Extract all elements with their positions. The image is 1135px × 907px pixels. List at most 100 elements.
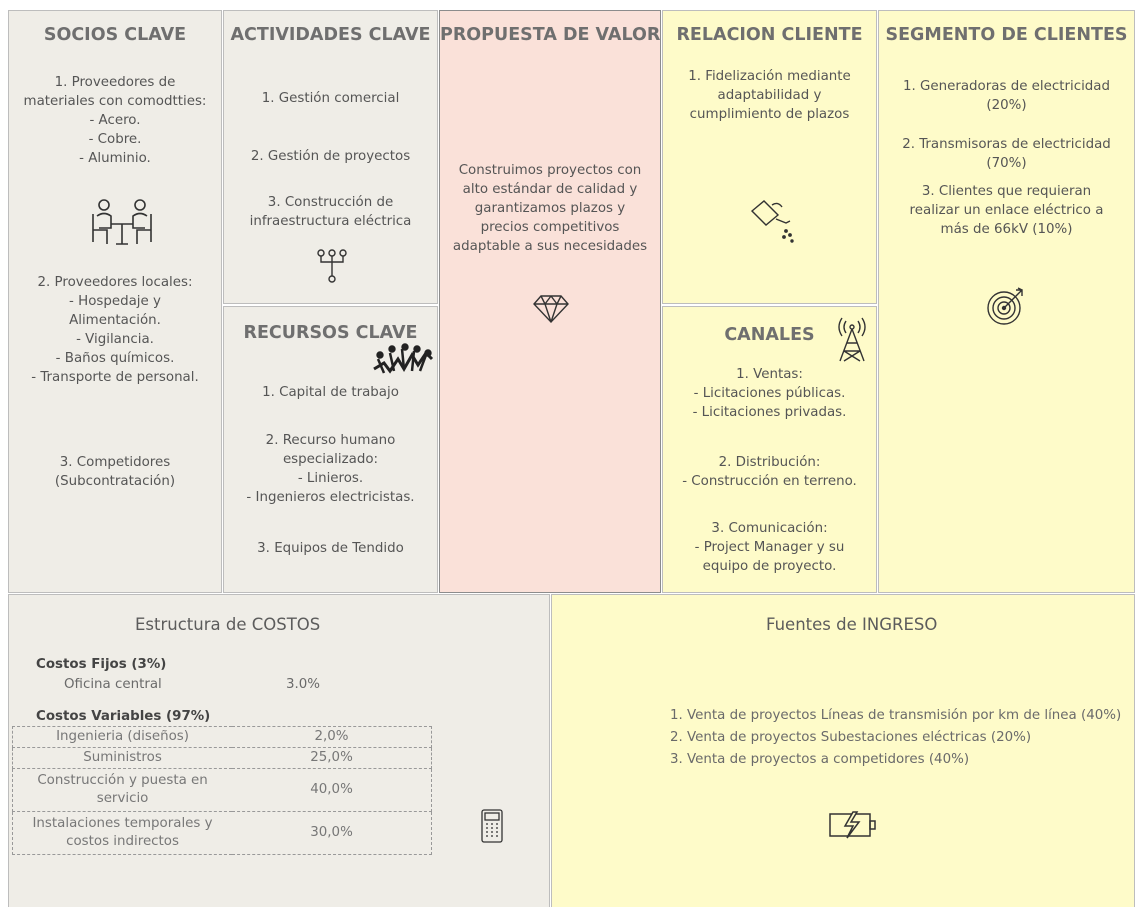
text-line: adaptabilidad y bbox=[717, 88, 822, 103]
costo-value: 2,0% bbox=[232, 726, 433, 748]
actividades-clave-title: ACTIVIDADES CLAVE bbox=[230, 25, 431, 45]
text-line: más de 66kV (10%) bbox=[940, 222, 1073, 237]
costo-name: Ingenieria (diseños) bbox=[12, 726, 233, 748]
text-line: 2. Distribución: bbox=[718, 455, 821, 470]
text-line: 1. Fidelización mediante bbox=[688, 69, 851, 84]
text-line: Alimentación. bbox=[69, 313, 161, 328]
recursos-clave-panel: RECURSOS CLAVE 1. Capital de trabajo 2. … bbox=[223, 306, 438, 593]
socios-clave-panel: SOCIOS CLAVE 1. Proveedores de materiale… bbox=[8, 10, 222, 593]
text-line: adaptable a sus necesidades bbox=[452, 239, 648, 254]
recurso-3: 3. Equipos de Tendido bbox=[224, 539, 437, 558]
socios-clave-title: SOCIOS CLAVE bbox=[43, 25, 187, 45]
oficina-central-label: Oficina central bbox=[64, 677, 162, 692]
canales-panel: CANALES 1. Ventas: - Licitaciones públic… bbox=[662, 306, 877, 593]
meeting-icon bbox=[92, 199, 152, 245]
socios-clave-list-1: 1. Proveedores de materiales con comodtt… bbox=[9, 73, 221, 168]
socios-clave-list-2: 2. Proveedores locales: - Hospedaje y Al… bbox=[9, 273, 221, 387]
canales-distribucion: 2. Distribución: - Construcción en terre… bbox=[663, 453, 876, 491]
calculator-icon bbox=[481, 809, 503, 843]
relacion-cliente-title: RELACION CLIENTE bbox=[676, 25, 863, 45]
text-line: Instalaciones temporales y bbox=[32, 816, 213, 831]
text-line: (70%) bbox=[986, 156, 1027, 171]
costos-title: Estructura de COSTOS bbox=[135, 615, 321, 634]
workers-icon bbox=[373, 343, 434, 374]
text-line: - Licitaciones públicas. bbox=[693, 386, 846, 401]
text-line: - Vigilancia. bbox=[76, 332, 154, 347]
text-line: - Hospedaje y bbox=[69, 294, 161, 309]
recurso-1: 1. Capital de trabajo bbox=[224, 383, 437, 402]
propuesta-valor-panel: PROPUESTA DE VALOR Construimos proyectos… bbox=[439, 10, 661, 593]
text-line: 3. Comunicación: bbox=[711, 521, 828, 536]
text-line: equipo de proyecto. bbox=[702, 559, 837, 574]
costos-variables-table: Ingenieria (diseños) 2,0% Suministros 25… bbox=[12, 726, 433, 855]
text-line: infraestructura eléctrica bbox=[249, 214, 412, 229]
table-row: Suministros 25,0% bbox=[12, 747, 433, 769]
text-line: - Linieros. bbox=[297, 471, 364, 486]
text-line: realizar un enlace eléctrico a bbox=[909, 203, 1104, 218]
socios-clave-list-3: 3. Competidores (Subcontratación) bbox=[9, 453, 221, 491]
text-line: 2. Gestión de proyectos bbox=[250, 149, 411, 164]
fuentes-ingreso-panel: Fuentes de INGRESO bbox=[551, 594, 1135, 907]
table-row: Ingenieria (diseños) 2,0% bbox=[12, 726, 433, 748]
relacion-cliente-text: 1. Fidelización mediante adaptabilidad y… bbox=[663, 67, 876, 124]
costos-variables-label: Costos Variables (97%) bbox=[36, 709, 211, 724]
text-line: - Acero. bbox=[89, 113, 141, 128]
canales-comunicacion: 3. Comunicación: - Project Manager y su … bbox=[663, 519, 876, 576]
text-line: - Construcción en terreno. bbox=[682, 474, 857, 489]
watering-can-icon bbox=[750, 200, 794, 243]
costo-value: 40,0% bbox=[232, 768, 433, 812]
antenna-tower-icon bbox=[838, 317, 866, 362]
text-line: precios competitivos bbox=[480, 220, 620, 235]
text-line: costos indirectos bbox=[66, 834, 179, 849]
costo-name: Suministros bbox=[12, 747, 233, 769]
segmento-clientes-title: SEGMENTO DE CLIENTES bbox=[885, 25, 1128, 45]
propuesta-valor-text: Construimos proyectos con alto estándar … bbox=[440, 161, 660, 256]
canales-title: CANALES bbox=[724, 325, 815, 345]
text-line: 2. Recurso humano bbox=[265, 433, 396, 448]
text-line: materiales con comodtties: bbox=[23, 94, 207, 109]
text-line: - Licitaciones privadas. bbox=[692, 405, 847, 420]
costos-fijos-label: Costos Fijos (3%) bbox=[36, 657, 167, 672]
segmento-1: 1. Generadoras de electricidad (20%) bbox=[879, 77, 1134, 115]
text-line: - Ingenieros electricistas. bbox=[246, 490, 415, 505]
costo-value: 30,0% bbox=[232, 811, 433, 855]
text-line: 1. Ventas: bbox=[736, 367, 803, 382]
text-line: alto estándar de calidad y bbox=[462, 182, 638, 197]
recursos-clave-title: RECURSOS CLAVE bbox=[243, 323, 418, 343]
costo-name: Instalaciones temporales y costos indirec… bbox=[12, 811, 233, 855]
propuesta-valor-title: PROPUESTA DE VALOR bbox=[440, 25, 661, 45]
actividad-3: 3. Construcción de infraestructura eléct… bbox=[224, 193, 437, 231]
text-line: 1. Capital de trabajo bbox=[262, 385, 399, 400]
battery-charging-icon bbox=[829, 811, 876, 839]
segmento-clientes-panel: SEGMENTO DE CLIENTES 1. Generadoras de e… bbox=[878, 10, 1135, 593]
text-line: 3. Clientes que requieran bbox=[921, 184, 1092, 199]
text-line: 2. Proveedores locales: bbox=[37, 275, 193, 290]
costo-value: 25,0% bbox=[232, 747, 433, 769]
text-line: Construimos proyectos con bbox=[458, 163, 642, 178]
text-line: 2. Transmisoras de electricidad bbox=[902, 137, 1111, 152]
text-line: (20%) bbox=[986, 98, 1027, 113]
text-line: - Project Manager y su bbox=[694, 540, 845, 555]
table-row: Instalaciones temporales y costos indirec… bbox=[12, 811, 433, 855]
text-line: - Transporte de personal. bbox=[31, 370, 199, 385]
text-line: 3. Equipos de Tendido bbox=[257, 541, 404, 556]
text-line: especializado: bbox=[282, 452, 379, 467]
ingreso-item-1: 1. Venta de proyectos Líneas de transmis… bbox=[670, 708, 1122, 723]
text-line: 1. Proveedores de bbox=[54, 75, 176, 90]
recurso-2: 2. Recurso humano especializado: - Linie… bbox=[224, 431, 437, 507]
text-line: - Baños químicos. bbox=[55, 351, 175, 366]
canales-ventas: 1. Ventas: - Licitaciones públicas. - Li… bbox=[663, 365, 876, 422]
ingreso-item-2: 2. Venta de proyectos Subestaciones eléc… bbox=[670, 730, 1032, 745]
text-line: garantizamos plazos y bbox=[474, 201, 626, 216]
target-icon bbox=[987, 287, 1023, 325]
oficina-central-value: 3.0% bbox=[286, 677, 321, 692]
text-line: 1. Generadoras de electricidad bbox=[902, 79, 1111, 94]
relacion-cliente-panel: RELACION CLIENTE 1. Fidelización mediant… bbox=[662, 10, 877, 304]
actividad-1: 1. Gestión comercial bbox=[224, 89, 437, 108]
text-line: cumplimiento de plazos bbox=[689, 107, 850, 122]
text-line: (Subcontratación) bbox=[54, 474, 176, 489]
segmento-3: 3. Clientes que requieran realizar un en… bbox=[879, 182, 1134, 239]
text-line: Construcción y puesta en bbox=[37, 773, 208, 788]
